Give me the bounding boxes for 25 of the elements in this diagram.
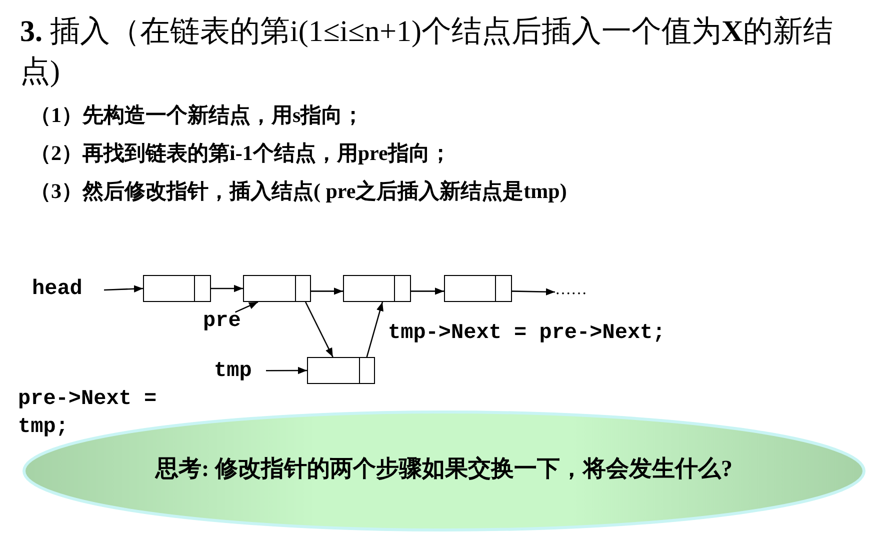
question-text: 思考: 修改指针的两个步骤如果交换一下，将会发生什么? xyxy=(154,455,734,483)
slide-title: 3. 插入（在链表的第i(1≤i≤n+1)个结点后插入一个值为X的新结点) xyxy=(20,14,834,90)
arrow xyxy=(311,288,343,295)
arrow xyxy=(411,288,444,295)
list-node-box xyxy=(343,275,411,302)
step-text: （1）先构造一个新结点，用s指向； xyxy=(30,102,364,129)
pointer-label: head xyxy=(32,277,84,303)
code-text: tmp->Next = pre->Next; xyxy=(388,321,666,347)
arrow xyxy=(234,301,258,313)
list-node-box xyxy=(444,275,512,302)
pointer-label: pre xyxy=(203,309,242,335)
code-text: pre->Next = tmp; xyxy=(18,387,158,441)
arrow xyxy=(304,302,334,358)
step-text: （3）然后修改指针，插入结点( pre之后插入新结点是tmp) xyxy=(30,178,567,205)
arrow xyxy=(366,302,384,358)
step-text: （2）再找到链表的第i-1个结点，用pre指向； xyxy=(30,140,451,167)
arrow xyxy=(211,284,243,292)
list-node-box xyxy=(307,357,375,384)
list-node-box xyxy=(143,275,211,302)
arrow xyxy=(104,285,144,292)
list-node-box xyxy=(243,275,311,302)
pointer-label: tmp xyxy=(214,359,253,385)
ellipsis-text: …… xyxy=(555,280,588,300)
arrow xyxy=(512,288,556,296)
arrow xyxy=(266,366,307,374)
